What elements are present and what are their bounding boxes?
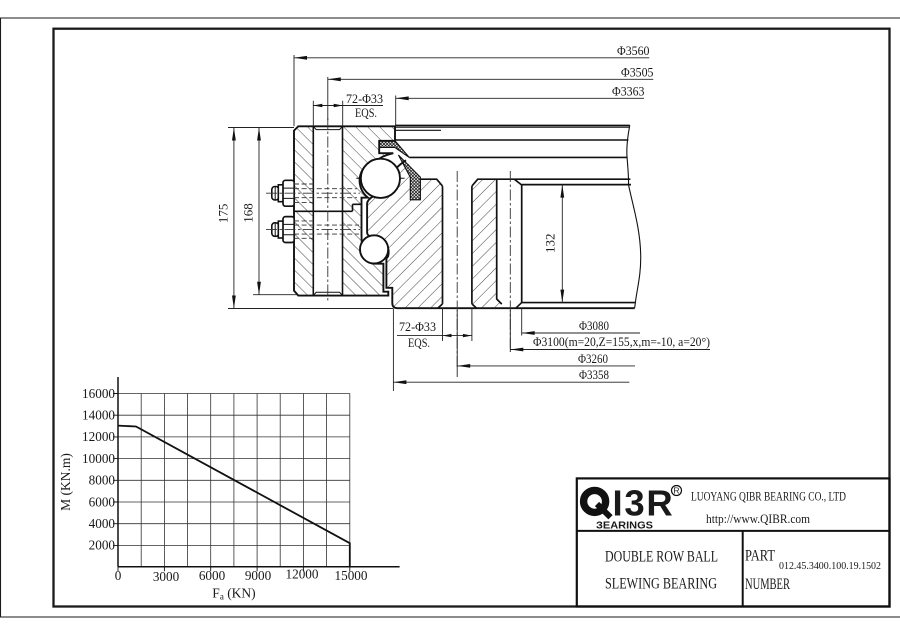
svg-text:EQS.: EQS. (355, 105, 377, 120)
svg-text:Φ3358: Φ3358 (579, 367, 609, 382)
svg-text:012.45.3400.100.19.1502: 012.45.3400.100.19.1502 (779, 561, 881, 572)
svg-text:R: R (673, 486, 679, 496)
svg-text:DOUBLE ROW BALL: DOUBLE ROW BALL (605, 549, 718, 566)
svg-text:SLEWING BEARING: SLEWING BEARING (605, 575, 717, 592)
svg-text:EQS.: EQS. (408, 335, 430, 350)
svg-text:NUMBER: NUMBER (745, 576, 790, 593)
svg-text:PART: PART (745, 547, 775, 564)
svg-text:8000: 8000 (89, 473, 116, 488)
svg-text:Φ3505: Φ3505 (621, 64, 654, 79)
svg-text:M (KN.m): M (KN.m) (58, 453, 73, 511)
svg-text:ЗEARINGS: ЗEARINGS (596, 519, 653, 531)
svg-text:14000: 14000 (82, 408, 115, 423)
svg-text:I3R: I3R (613, 482, 675, 523)
svg-text:168: 168 (240, 203, 255, 223)
svg-text:0: 0 (115, 568, 122, 583)
svg-text:175: 175 (216, 204, 231, 224)
svg-text:15000: 15000 (335, 568, 368, 583)
svg-text:10000: 10000 (82, 451, 115, 466)
svg-text:12000: 12000 (82, 429, 115, 444)
svg-text:16000: 16000 (82, 386, 115, 401)
svg-text:2000: 2000 (89, 538, 116, 553)
svg-text:Φ3080: Φ3080 (579, 318, 609, 333)
svg-text:http://www.QIBR.com: http://www.QIBR.com (706, 512, 810, 526)
svg-text:Φ3363: Φ3363 (612, 83, 645, 98)
svg-text:72-Φ33: 72-Φ33 (399, 319, 436, 334)
svg-text:132: 132 (543, 234, 558, 254)
svg-text:LUOYANG QIBR BEARING CO., LTD: LUOYANG QIBR BEARING CO., LTD (691, 489, 846, 503)
svg-text:12000: 12000 (286, 567, 319, 582)
svg-text:72-Φ33: 72-Φ33 (346, 91, 383, 106)
svg-text:Φ3260: Φ3260 (578, 351, 608, 366)
svg-text:Φ3100(m=20,Z=155,x,m=-10, a=20: Φ3100(m=20,Z=155,x,m=-10, a=20°) (533, 334, 710, 349)
svg-text:6000: 6000 (89, 494, 116, 509)
svg-text:6000: 6000 (199, 568, 226, 583)
svg-text:3000: 3000 (153, 569, 180, 584)
svg-text:4000: 4000 (89, 516, 116, 531)
svg-text:9000: 9000 (245, 568, 272, 583)
svg-text:Fa (KN): Fa (KN) (212, 586, 255, 602)
svg-text:Φ3560: Φ3560 (617, 43, 650, 58)
